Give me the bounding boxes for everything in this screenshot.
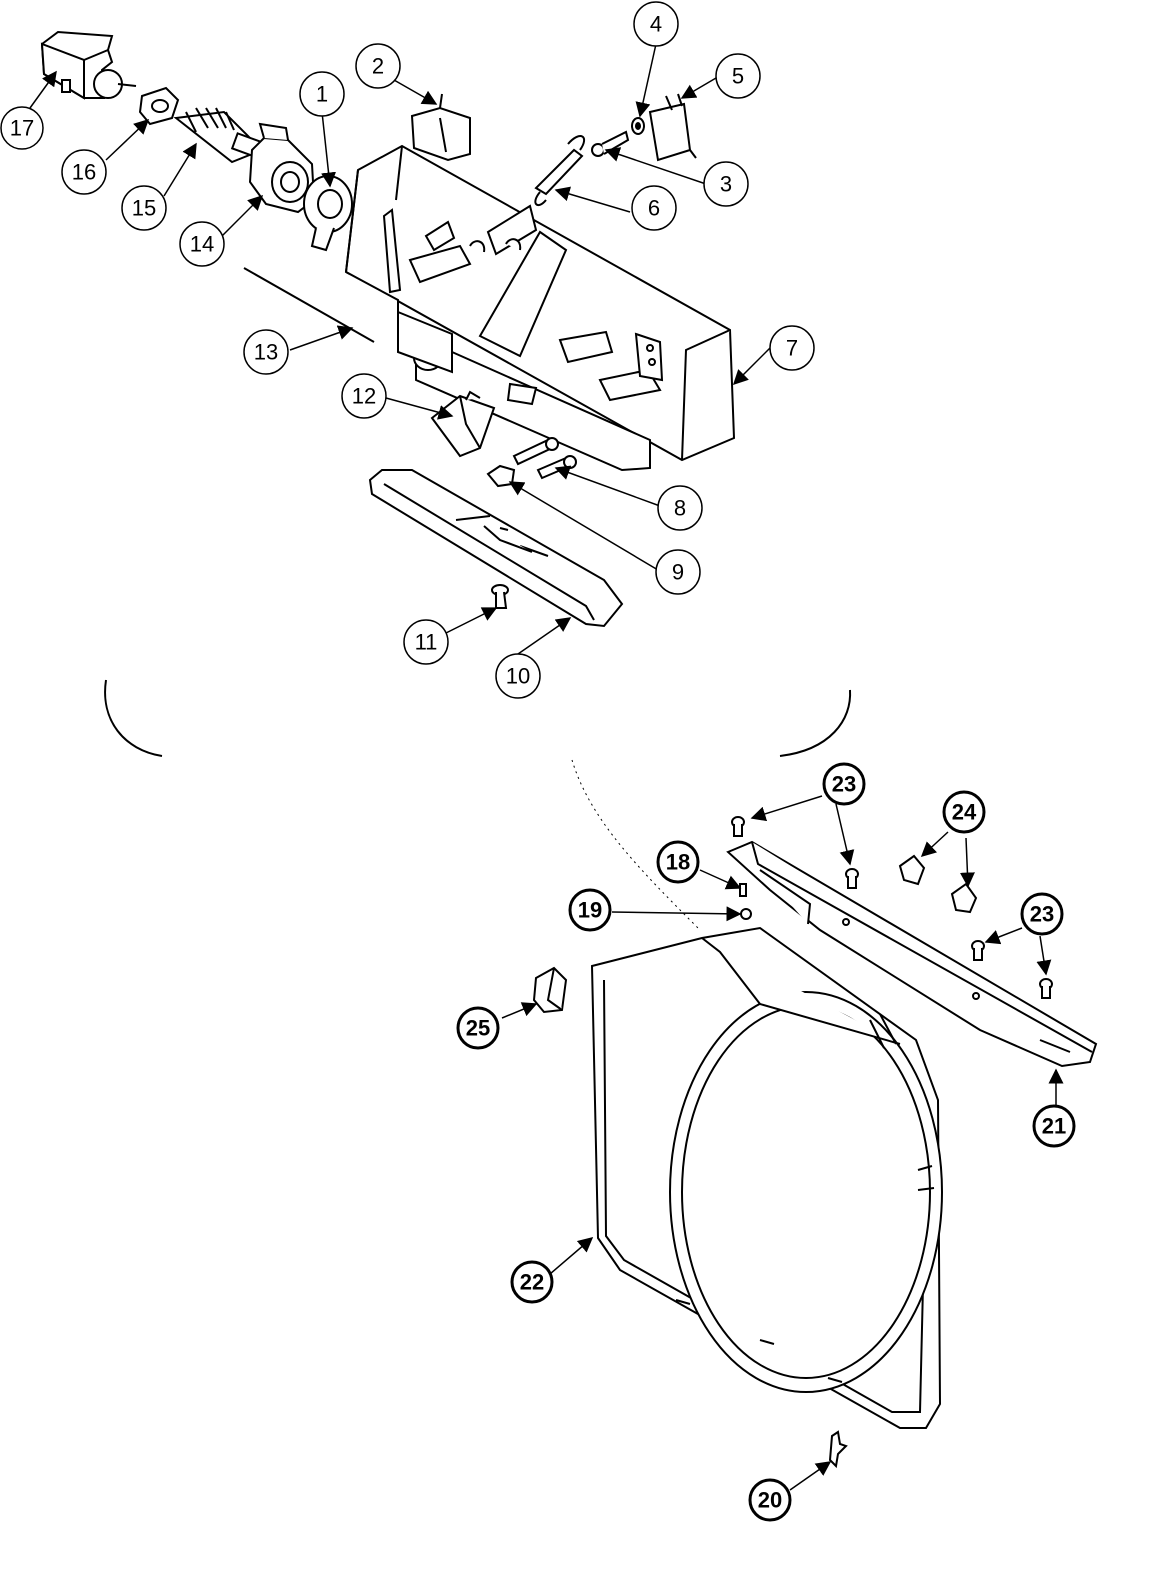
svg-text:4: 4 [650,12,662,37]
svg-text:15: 15 [132,196,156,221]
svg-text:18: 18 [666,850,690,875]
part-1-cam-disc [303,175,353,252]
callout-9: 9 [655,549,701,595]
svg-text:23: 23 [832,772,856,797]
svg-text:5: 5 [732,64,744,89]
callout-8: 8 [657,485,703,531]
callout-5: 5 [715,53,761,99]
part-21-top-rail [726,840,1098,1068]
svg-text:14: 14 [190,232,214,257]
callout-6: 6 [631,185,677,231]
part-4-washer [631,117,645,135]
svg-text:11: 11 [415,630,438,655]
svg-text:21: 21 [1042,1114,1066,1139]
part-2-clip [410,93,471,162]
part-6-spring [534,135,586,207]
svg-text:3: 3 [720,172,732,197]
callout-18: 18 [656,840,700,884]
callout-12: 12 [341,373,387,419]
callout-11: 11 [403,619,449,665]
svg-text:13: 13 [254,340,278,365]
callout-15: 15 [121,185,167,231]
callout-16: 16 [61,149,107,195]
svg-text:7: 7 [786,336,798,361]
callout-25: 25 [456,1006,500,1050]
callout-23-right: 23 [1020,892,1064,936]
svg-text:12: 12 [352,384,376,409]
svg-text:17: 17 [10,116,34,141]
svg-text:16: 16 [72,160,96,185]
part-22-front-panel [590,926,943,1429]
callout-21: 21 [1032,1104,1076,1148]
svg-text:19: 19 [578,898,602,923]
leader-lines [29,43,1064,1491]
svg-text:9: 9 [672,560,684,585]
svg-text:10: 10 [506,664,530,689]
callout-4: 4 [633,1,679,47]
callout-20: 20 [748,1478,792,1522]
callout-1: 1 [299,71,345,117]
part-23-screws [731,816,1053,999]
part-11-screw [491,584,509,609]
callout-23-top: 23 [822,762,866,806]
part-16-coupler [138,86,180,126]
part-24-clips [898,854,978,914]
callout-13: 13 [243,329,289,375]
svg-text:23: 23 [1030,902,1054,927]
callout-24: 24 [942,790,986,834]
view-separator-arcs [104,679,852,757]
part-7-console-housing [344,144,736,472]
svg-text:8: 8 [674,496,686,521]
svg-text:20: 20 [758,1488,782,1513]
part-10-lower-trim [368,469,624,628]
part-5-switch [648,93,697,162]
part-3-screw [591,130,630,157]
part-18-pin [739,883,747,897]
part-14-cam-assembly [248,122,316,214]
callout-2: 2 [355,43,401,89]
svg-text:1: 1 [316,82,328,107]
svg-text:2: 2 [372,54,384,79]
callout-10: 10 [495,653,541,699]
callout-17: 17 [0,106,44,150]
svg-text:22: 22 [520,1270,544,1295]
part-17-timer-motor [40,30,137,100]
part-19-clip [740,908,752,920]
svg-text:25: 25 [466,1016,490,1041]
part-25-block [532,966,568,1014]
callout-14: 14 [179,221,225,267]
svg-text:24: 24 [952,800,977,825]
callout-19: 19 [568,888,612,932]
callout-3: 3 [703,161,749,207]
callout-7: 7 [769,325,815,371]
callout-22: 22 [510,1260,554,1304]
part-20-clip [828,1430,848,1469]
svg-text:6: 6 [648,196,660,221]
part-9-nut [486,464,516,488]
